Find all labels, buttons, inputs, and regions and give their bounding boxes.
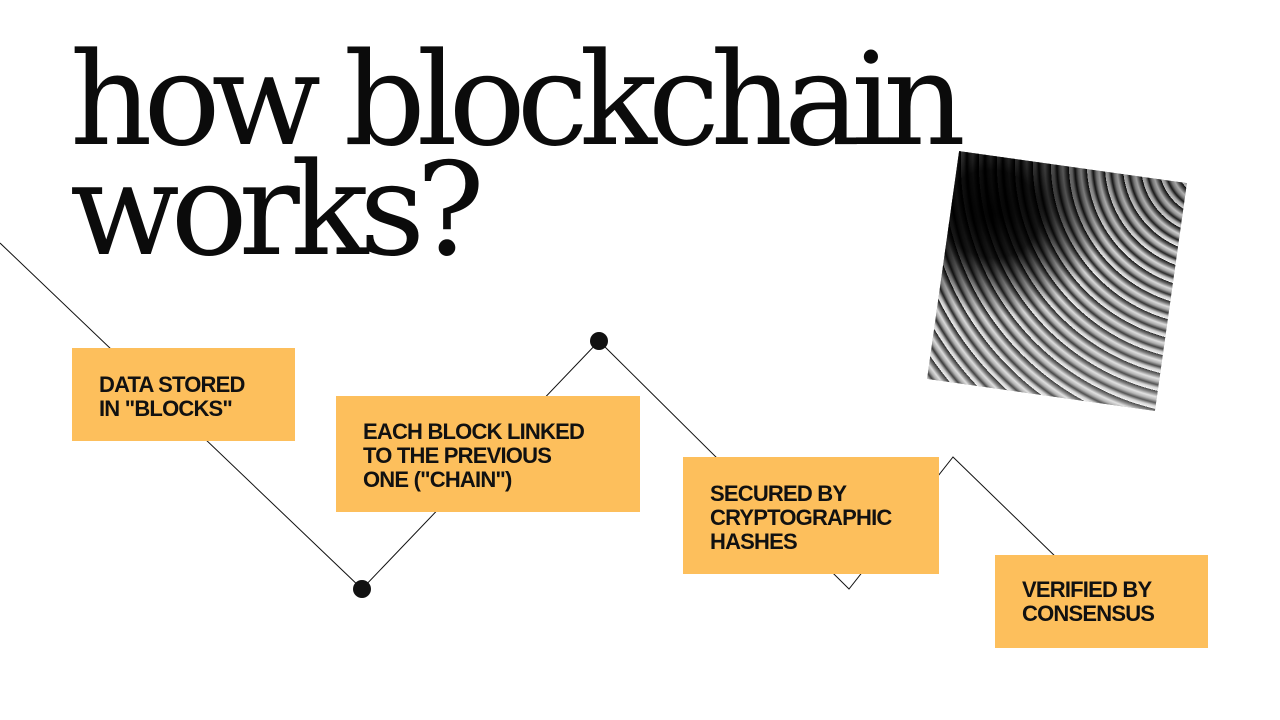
motion-blur-photo [927,151,1187,411]
node-dot [590,332,608,350]
step-label: EACH BLOCK LINKED TO THE PREVIOUS ONE ("… [363,419,585,492]
step-label: DATA STORED IN "BLOCKS" [99,372,245,421]
step-label: VERIFIED BY CONSENSUS [1022,577,1155,626]
page-title: how blockchain works? [70,26,966,285]
step-box-hashes: SECURED BY CRYPTOGRAPHIC HASHES [683,457,939,574]
title-line-1: how blockchain [70,26,966,175]
step-label: SECURED BY CRYPTOGRAPHIC HASHES [710,481,892,554]
step-box-chain: EACH BLOCK LINKED TO THE PREVIOUS ONE ("… [336,396,640,512]
step-box-consensus: VERIFIED BY CONSENSUS [995,555,1208,648]
title-line-2: works? [70,136,485,285]
node-dot [353,580,371,598]
step-box-blocks: DATA STORED IN "BLOCKS" [72,348,295,441]
